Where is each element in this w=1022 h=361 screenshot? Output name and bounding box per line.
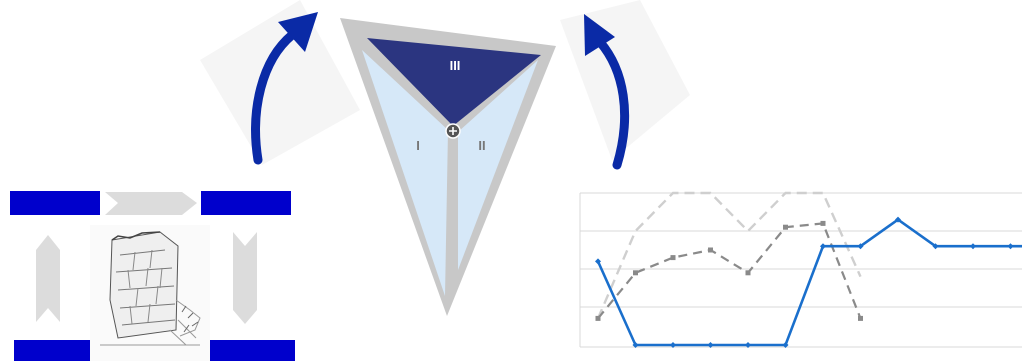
chart-point [820,220,826,226]
arrow-glow-left [200,0,360,165]
chevron-right-icon [105,192,197,215]
chart-point [670,255,676,261]
line-chart [579,191,1022,348]
chart-point [633,270,638,276]
chart-point [895,216,901,223]
triangle-section-top [367,38,541,126]
chart-point [782,342,789,348]
chart-point [670,342,676,348]
chart-point [707,342,714,348]
chart-point [595,258,601,265]
curved-arrow-right-icon [584,14,630,170]
triangle-label-top: III [450,58,461,73]
triangle-section-left [362,50,448,296]
triangle-section-right [458,60,538,270]
chart-series-line-dash-light [596,191,862,319]
chevron-up-icon [36,235,60,322]
stone-wall-sketch [90,225,210,361]
chart-point [858,315,863,321]
chart-point [632,342,639,348]
chart-point [932,243,939,250]
chart-series-line-dash-dark [597,222,862,320]
cycle-box-bottom-left [14,340,104,361]
chart-point [595,315,601,321]
chart-point [745,342,751,348]
triangle-diagram: III I II [340,18,556,316]
curved-arrow-left-icon [251,12,318,165]
chart-point [1007,243,1014,250]
cycle-box-top-left [10,191,100,215]
chart-point [745,270,751,276]
triangle-label-right: II [478,138,485,153]
triangle-label-left: I [416,138,420,153]
cycle-box-top-right [201,191,291,215]
chart-point [783,224,788,230]
chart-point [970,243,976,250]
cycle-box-bottom-right [205,340,295,361]
chevron-down-icon [233,232,257,324]
chart-point [708,247,713,253]
chart-point [820,243,826,250]
chart-point [857,243,864,250]
chart-series-line-solid-blue [596,218,1022,347]
